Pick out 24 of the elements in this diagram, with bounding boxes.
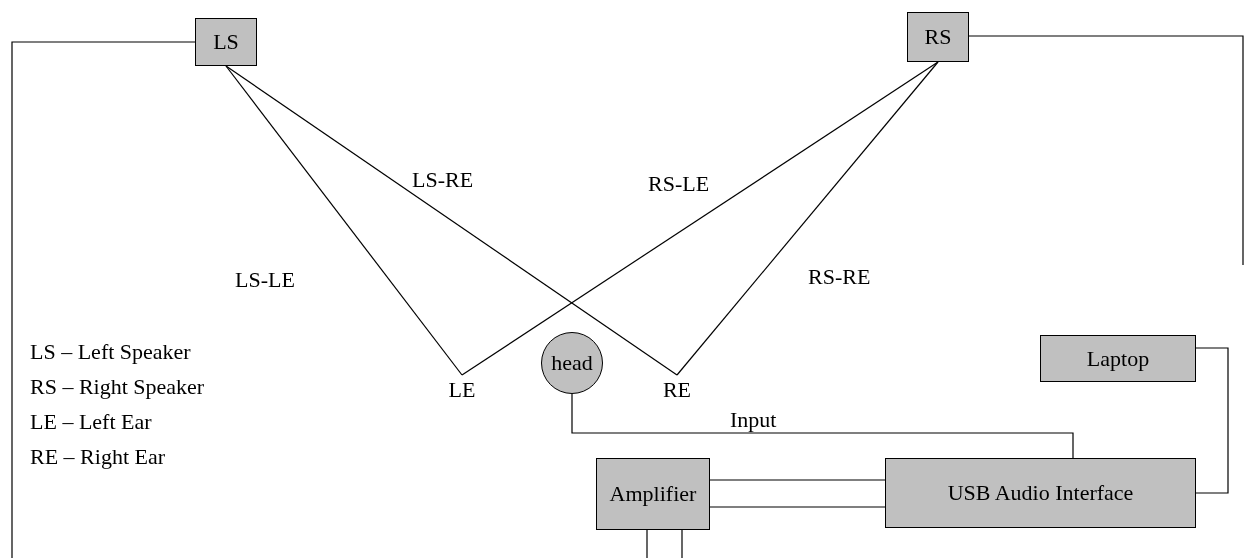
legend-text: LE – Left Ear [30, 410, 152, 435]
head-circle: head [541, 332, 603, 394]
legend-text: RS – Right Speaker [30, 375, 205, 400]
connector-line [461, 61, 939, 376]
connector-line [225, 65, 678, 376]
connector-line [11, 41, 196, 558]
device-box: USB Audio Interface [885, 458, 1196, 528]
device-box: Amplifier [596, 458, 710, 530]
connector-line [709, 506, 886, 508]
connector-line [676, 61, 939, 376]
device-box: Laptop [1040, 335, 1196, 382]
connector-line [1195, 347, 1229, 494]
ear-label: LE [442, 375, 482, 405]
speaker-box: LS [195, 18, 257, 66]
connector-line [968, 35, 1244, 266]
connector-line [571, 393, 1074, 459]
ear-label: RE [657, 375, 697, 405]
connector-line [225, 65, 463, 376]
connector-line [646, 529, 648, 558]
legend-text: RE – Right Ear [30, 445, 166, 470]
speaker-box: RS [907, 12, 969, 62]
connector-line [681, 529, 683, 558]
connector-line [709, 479, 886, 481]
legend-text: LS – Left Speaker [30, 340, 191, 365]
